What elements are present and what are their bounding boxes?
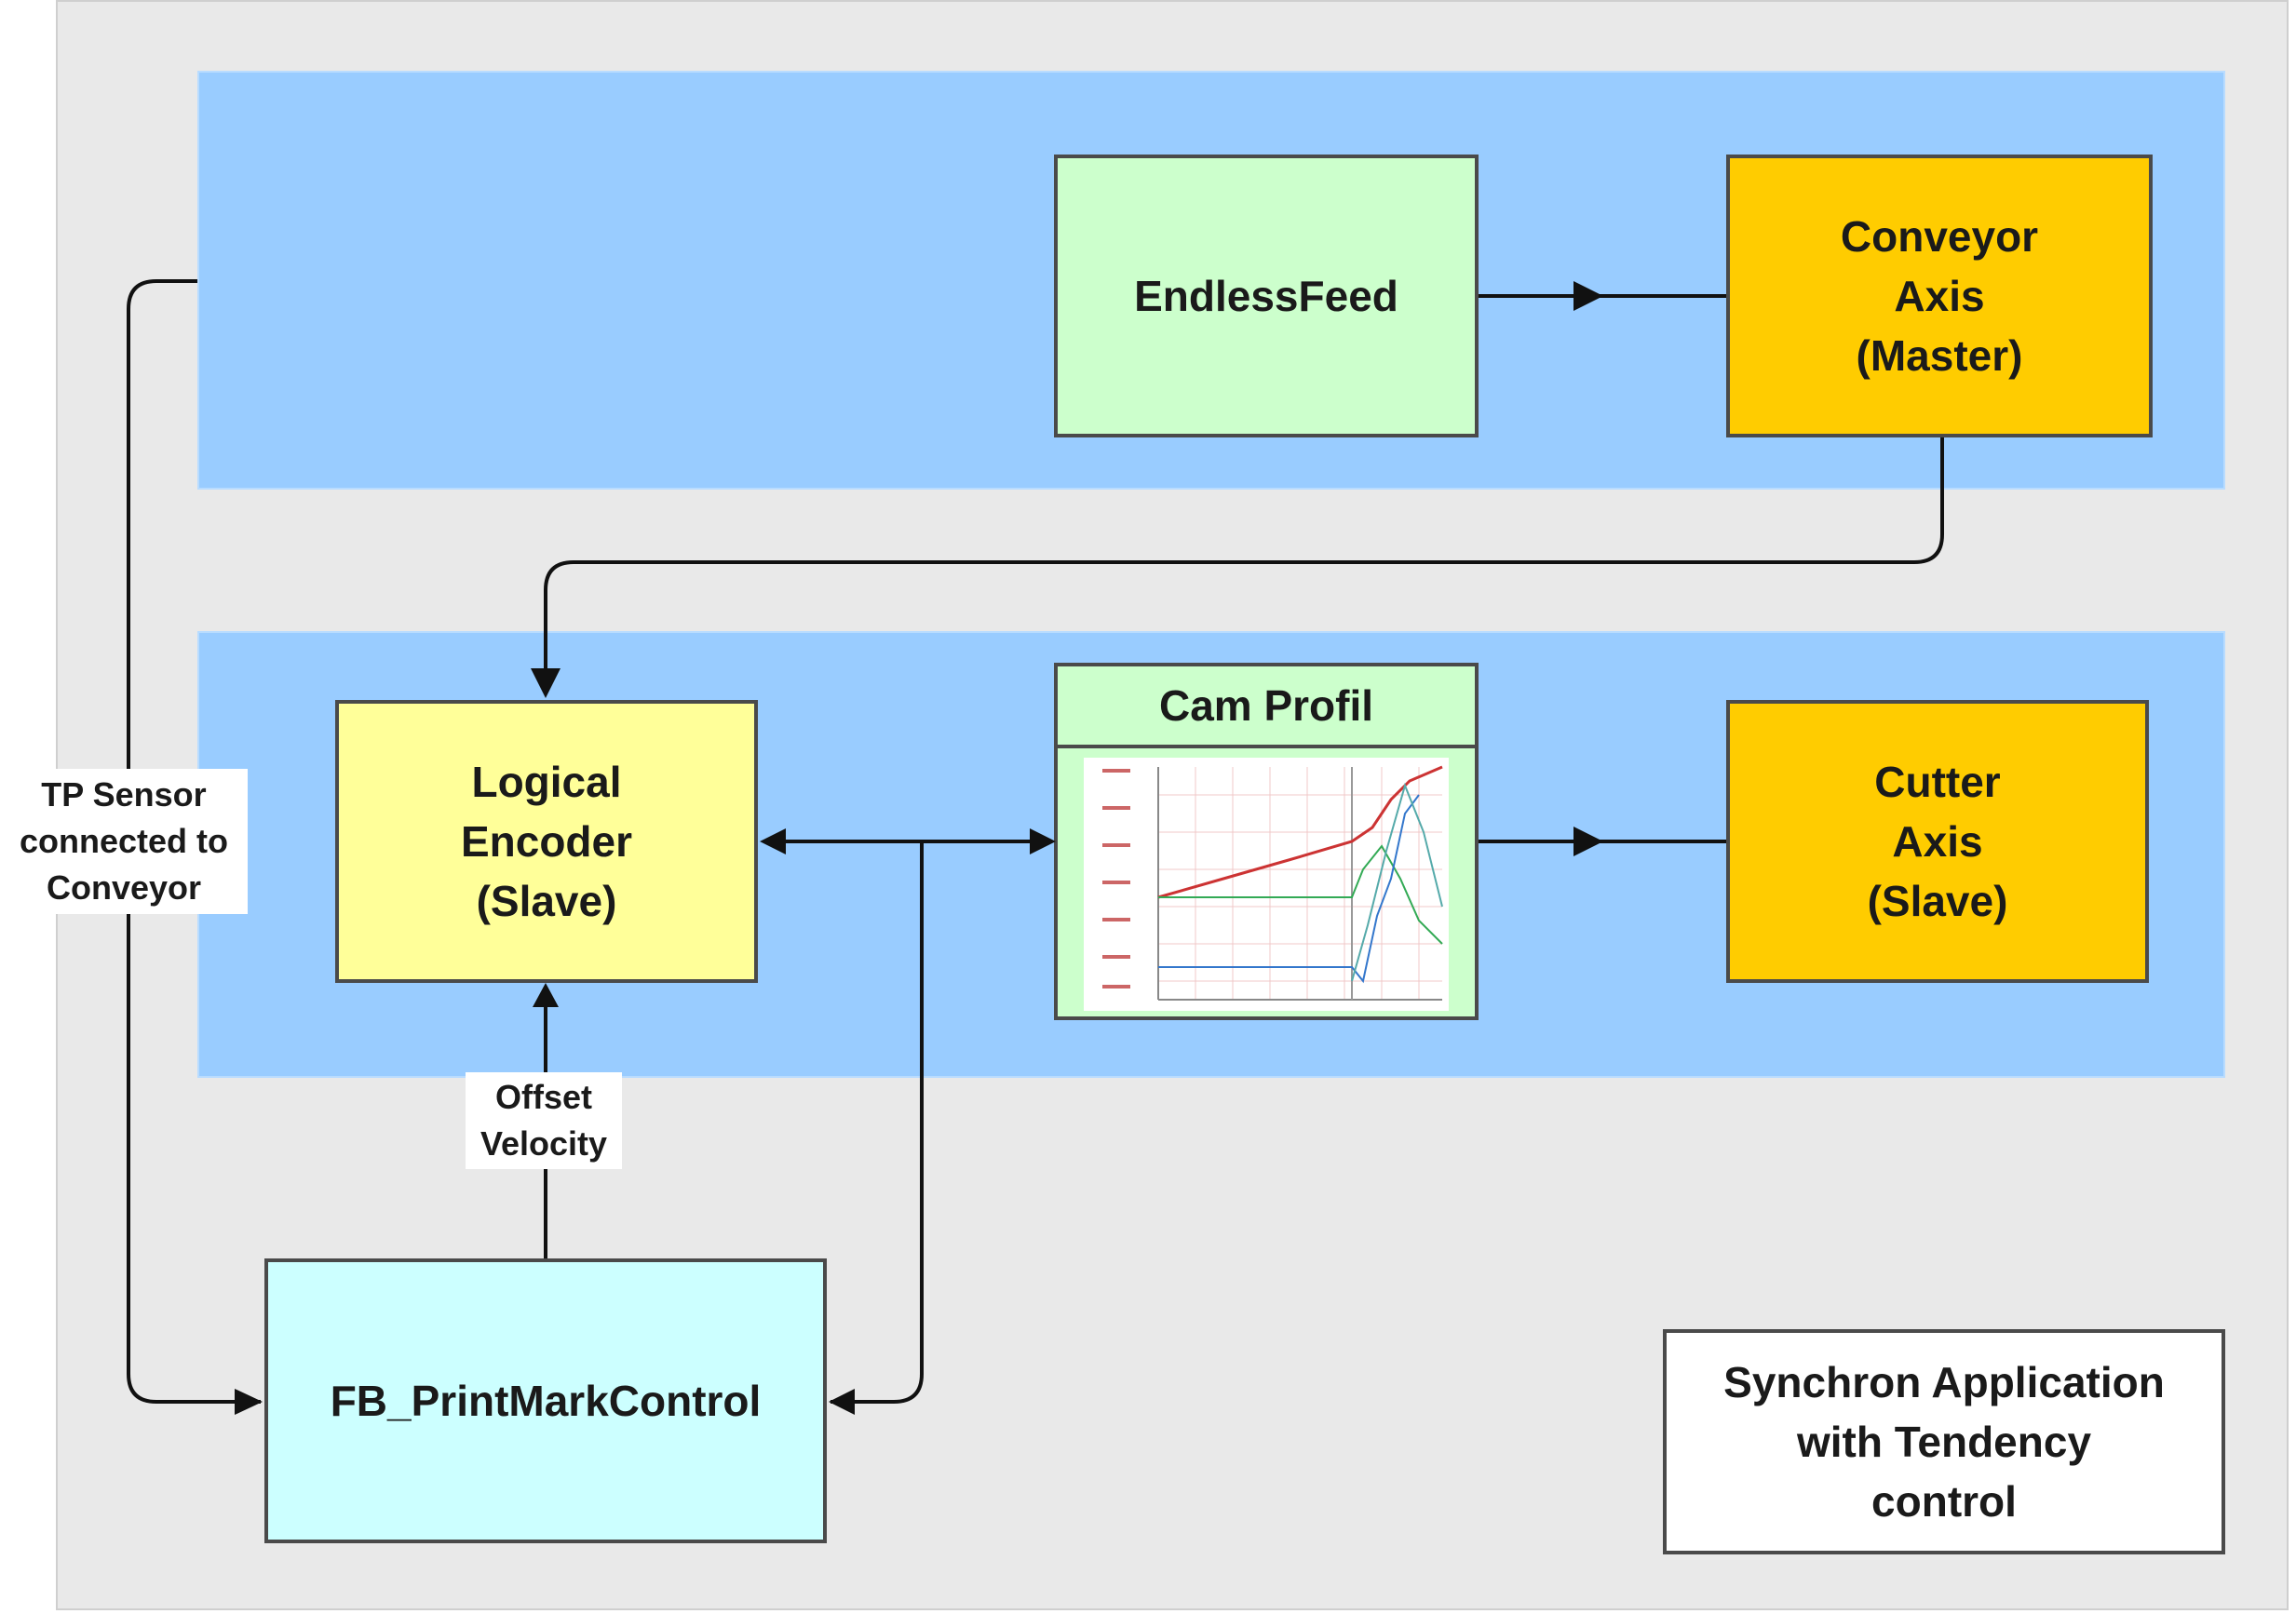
cutter-axis-label: Cutter Axis (Slave) (1867, 758, 2008, 925)
print-mark-control-label: FB_PrintMarkControl (330, 1377, 762, 1425)
endless-feed-label: EndlessFeed (1134, 272, 1398, 320)
logical-encoder-label: Logical Encoder (Slave) (460, 758, 633, 925)
diagram-caption-box: Synchron Application with Tendency contr… (1663, 1329, 2225, 1554)
tp-sensor-label: TP Sensor connected to Conveyor (0, 769, 248, 914)
conveyor-to-encoder-line (544, 437, 1944, 694)
thumbnail-teal-curve (1351, 782, 1443, 982)
arrowhead-encoder-bottom (533, 983, 559, 1007)
arrowhead-cutter (1573, 827, 1603, 856)
arrowhead-encoder-top (531, 668, 560, 698)
thumbnail-grid (1157, 767, 1442, 1000)
arrowhead-conveyor (1573, 281, 1603, 311)
arrowhead-printmark-left (235, 1389, 263, 1415)
cam-profil-block: Cam Profil (1054, 663, 1479, 1020)
offset-velocity-label: Offset Velocity (466, 1072, 622, 1169)
thumbnail-red-curve (1157, 765, 1443, 899)
thumbnail-ticks (1102, 769, 1130, 989)
arrowhead-cam-left (1030, 828, 1056, 854)
arrowhead-encoder-left (760, 828, 786, 854)
conveyor-axis-label: Conveyor Axis (Master) (1840, 212, 2039, 380)
thumbnail-green-curve (1158, 844, 1443, 945)
arrowhead-printmark-right (829, 1389, 855, 1415)
thumbnail-blue-curve (1158, 794, 1420, 984)
conveyor-axis-block: Conveyor Axis (Master) (1726, 155, 2153, 437)
endless-feed-block: EndlessFeed (1054, 155, 1479, 437)
print-mark-control-block: FB_PrintMarkControl (264, 1258, 827, 1543)
cam-profil-title: Cam Profil (1058, 666, 1475, 748)
encoder-tap-to-printmark-line (831, 841, 924, 1404)
cutter-axis-block: Cutter Axis (Slave) (1726, 700, 2149, 983)
cam-profile-thumbnail (1084, 758, 1449, 1011)
logical-encoder-block: Logical Encoder (Slave) (335, 700, 758, 983)
